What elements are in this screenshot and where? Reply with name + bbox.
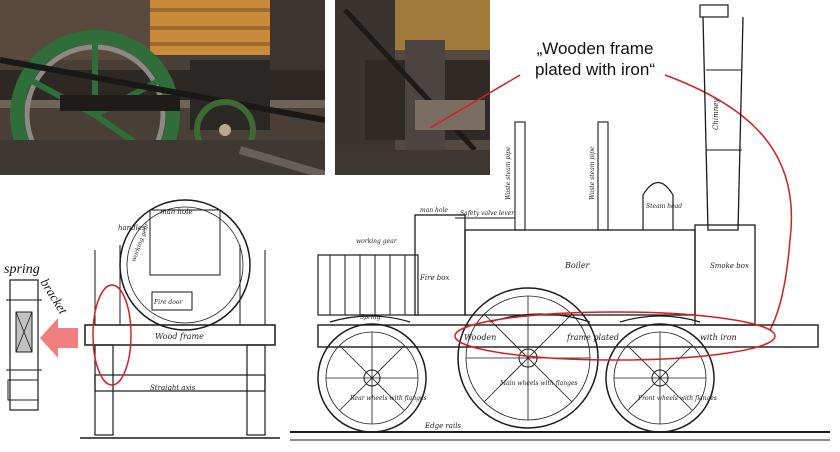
frame-iron-label: with iron	[700, 333, 737, 342]
smoke-box-label: Smoke box	[710, 262, 749, 270]
callout-line-2: plated with iron“	[534, 60, 655, 79]
main-wheels-label: Main wheels with flanges	[499, 380, 578, 387]
front-wheel	[605, 323, 715, 433]
end-view-frame-highlight	[92, 284, 132, 386]
spring-side-label: Spring	[360, 314, 381, 321]
rear-wheels-label: Rear wheels with flanges	[349, 395, 427, 402]
end-view-firedoor-label: Fire door	[153, 299, 183, 306]
callout-label: „Wooden frame plated with iron“	[520, 38, 670, 80]
photo-wheel-frame	[0, 0, 325, 175]
rear-wheel	[317, 323, 427, 433]
manhole-label: man hole	[420, 207, 448, 214]
waste-steam-pipe-label-2: Waste steam pipe	[589, 146, 596, 200]
end-view-drawing: handles man hole working gear Fire door …	[80, 199, 280, 439]
end-view-handles-label: handles	[118, 224, 146, 232]
side-view-drawing: Chimney Smoke box Boiler Steam head Wast…	[290, 4, 830, 441]
smoke-box	[694, 224, 756, 326]
frame-plated-label: frame plated	[566, 333, 619, 342]
photo-frame-closeup	[335, 0, 490, 175]
end-view-wood-frame-label: Wood frame	[155, 332, 204, 341]
steam-head-label: Steam head	[646, 203, 682, 210]
fire-box-label: Fire box	[419, 274, 450, 282]
working-gear-label: working gear	[356, 238, 398, 245]
callout-line-1: „Wooden frame	[536, 39, 654, 58]
boiler-label: Boiler	[564, 261, 591, 270]
chimney-label: Chimney	[712, 98, 720, 130]
steam-dome	[642, 181, 674, 230]
end-view-straight-axis-label: Straight axis	[150, 384, 196, 392]
callout-leader-to-photo	[429, 74, 521, 129]
spring-bracket-detail: spring bracket	[4, 262, 78, 411]
waste-steam-pipe-1	[514, 121, 526, 231]
callout-leader-to-frame	[664, 74, 793, 331]
front-wheels-label: Front wheels with flanges	[637, 395, 717, 402]
fire-box	[414, 214, 466, 316]
bracket-label: bracket	[37, 276, 71, 317]
spring-label: spring	[4, 262, 40, 277]
frame-wooden-label: Wooden	[464, 333, 496, 342]
driving-wheel	[457, 287, 599, 429]
side-view-frame-highlight	[454, 311, 776, 361]
boiler	[464, 229, 696, 316]
end-view-manhole-label: man hole	[160, 208, 193, 216]
safety-valve-label: Safety valve lever	[460, 210, 515, 217]
pointer-arrow	[40, 318, 78, 358]
end-view-frame	[84, 324, 276, 346]
chimney	[702, 16, 744, 231]
edge-rails-label: Edge rails	[424, 422, 461, 430]
waste-steam-pipe-2	[597, 121, 609, 231]
waste-steam-pipe-label-1: Waste steam pipe	[505, 146, 512, 200]
main-frame	[317, 324, 819, 348]
footplate-railing	[317, 254, 419, 316]
